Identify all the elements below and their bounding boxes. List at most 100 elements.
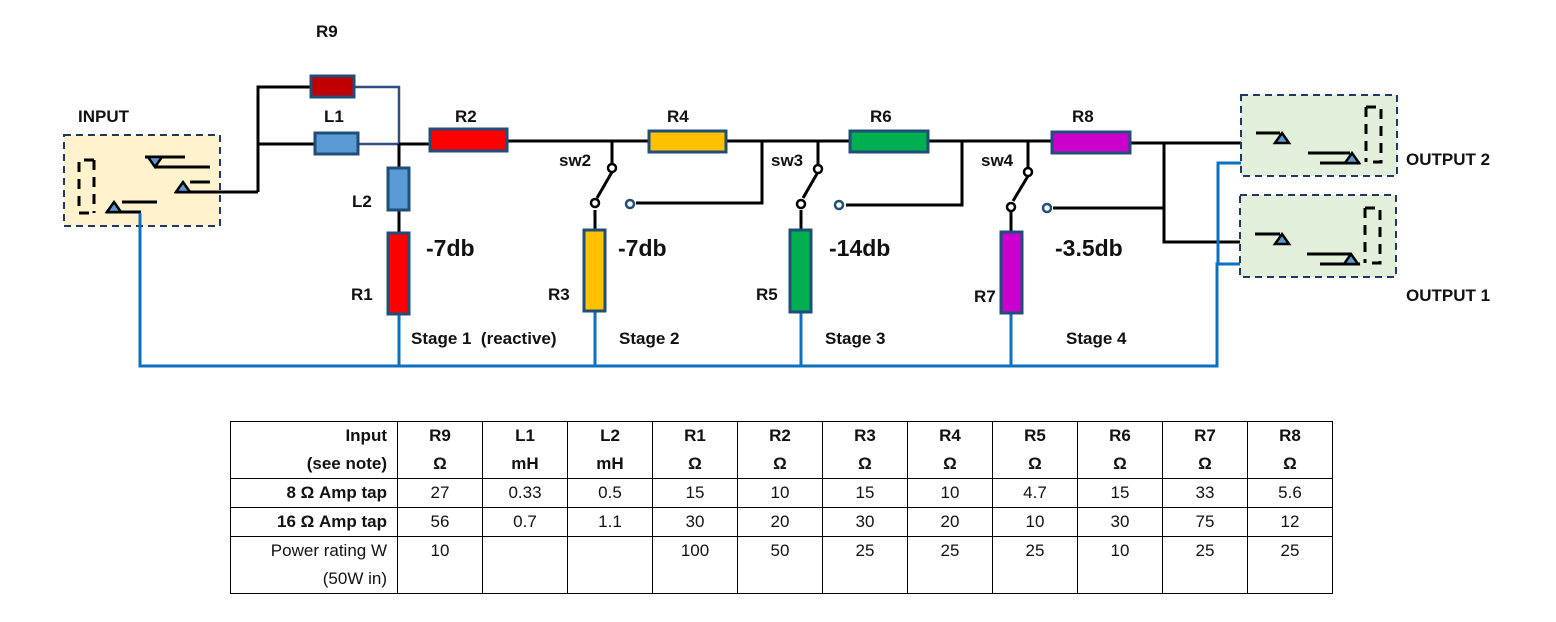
table-cell: 5.6 xyxy=(1247,478,1333,508)
table-cell: 56 xyxy=(397,507,483,537)
column-unit: Ω xyxy=(858,454,872,473)
input-jack-tip-icon xyxy=(145,155,165,170)
column-name: L1 xyxy=(515,426,535,445)
resistor-r9 xyxy=(309,74,356,99)
column-name: L2 xyxy=(600,426,620,445)
resistor-r6 xyxy=(848,129,930,154)
table-cell: 75 xyxy=(1162,507,1248,537)
sw4-terminal xyxy=(1022,166,1034,178)
stage4-attenuation: -3.5db xyxy=(1055,235,1123,261)
output2-tip-icon xyxy=(1342,150,1362,165)
table-cell: 10 xyxy=(907,478,993,508)
column-name: R8 xyxy=(1279,426,1301,445)
column-name: R3 xyxy=(854,426,876,445)
stage1-label: Stage 1 (reactive) xyxy=(411,329,557,348)
table-cell: 0.33 xyxy=(482,478,568,508)
r4-label: R4 xyxy=(667,107,689,126)
column-unit: Ω xyxy=(688,454,702,473)
row-label-line: (50W in) xyxy=(322,569,387,588)
column-header-l1: L1 mH xyxy=(482,421,568,479)
stage1-attenuation: -7db xyxy=(426,235,475,261)
sw3-terminal xyxy=(833,199,845,211)
r5-label: R5 xyxy=(756,285,778,304)
table-cell xyxy=(482,536,568,594)
row-label: 8 Ω Amp tap xyxy=(230,478,398,508)
table-cell: 27 xyxy=(397,478,483,508)
resistor-r8 xyxy=(1050,130,1132,155)
output1-tip-icon xyxy=(1341,251,1361,266)
resistor-r4 xyxy=(647,129,728,154)
sw4-label: sw4 xyxy=(981,151,1014,170)
table-cell: 4.7 xyxy=(992,478,1078,508)
stage4-label: Stage 4 xyxy=(1066,329,1127,348)
table-cell: 30 xyxy=(652,507,738,537)
table-cell xyxy=(567,536,653,594)
column-unit: Ω xyxy=(1113,454,1127,473)
ground-wires xyxy=(138,161,1320,368)
l1-label: L1 xyxy=(324,107,344,126)
row-label: Power rating W (50W in) xyxy=(230,536,398,594)
column-unit: Ω xyxy=(1283,454,1297,473)
table-cell: 10 xyxy=(1077,536,1163,594)
table-cell: 25 xyxy=(1247,536,1333,594)
l2-label: L2 xyxy=(352,192,372,211)
input-label: INPUT xyxy=(78,107,130,126)
output1-label: OUTPUT 1 xyxy=(1406,286,1490,305)
inductor-l1 xyxy=(313,131,360,156)
sw3-terminal xyxy=(795,198,807,210)
table-cell: 10 xyxy=(397,536,483,594)
table-cell: 1.1 xyxy=(567,507,653,537)
column-name: R4 xyxy=(939,426,961,445)
output1-jack xyxy=(1239,194,1397,278)
table-cell: 20 xyxy=(737,507,823,537)
r1-label: R1 xyxy=(351,285,373,304)
r2-label: R2 xyxy=(455,107,477,126)
sw3-terminal xyxy=(812,163,824,175)
table-corner-header: Input (see note) xyxy=(230,421,398,479)
header-line: (see note) xyxy=(306,454,387,473)
table-cell: 12 xyxy=(1247,507,1333,537)
output1-tip-icon xyxy=(1272,231,1292,246)
table-cell: 10 xyxy=(737,478,823,508)
switch-sw4: sw4 xyxy=(981,151,1053,214)
r8-label: R8 xyxy=(1072,107,1094,126)
column-name: R2 xyxy=(769,426,791,445)
r9-label: R9 xyxy=(316,22,338,41)
switch-sw2: sw2 xyxy=(559,151,636,210)
input-jack-tip-icon xyxy=(173,179,193,194)
sw3-label: sw3 xyxy=(771,151,803,170)
column-unit: mH xyxy=(511,454,539,473)
signal-wires xyxy=(256,85,1280,244)
attenuator-circuit-diagram: INPUT sw2 sw3 xyxy=(63,22,1490,368)
table-cell: 20 xyxy=(907,507,993,537)
resistor-r3 xyxy=(582,228,607,313)
column-unit: mH xyxy=(596,454,624,473)
row-label: 16 Ω Amp tap xyxy=(230,507,398,537)
input-jack xyxy=(63,134,258,227)
table-cell: 15 xyxy=(652,478,738,508)
output2-tip-icon xyxy=(1272,130,1292,145)
column-unit: Ω xyxy=(773,454,787,473)
resistor-r7 xyxy=(999,230,1024,315)
table-cell: 25 xyxy=(1162,536,1248,594)
switch-sw3: sw3 xyxy=(771,151,845,211)
table-cell: 0.5 xyxy=(567,478,653,508)
column-unit: Ω xyxy=(1028,454,1042,473)
table-cell: 100 xyxy=(652,536,738,594)
sw2-terminal xyxy=(589,197,601,209)
sw4-terminal xyxy=(1005,201,1017,213)
output2-label: OUTPUT 2 xyxy=(1406,150,1490,169)
column-unit: Ω xyxy=(943,454,957,473)
column-header-l2: L2 mH xyxy=(567,421,653,479)
table-cell: 10 xyxy=(992,507,1078,537)
